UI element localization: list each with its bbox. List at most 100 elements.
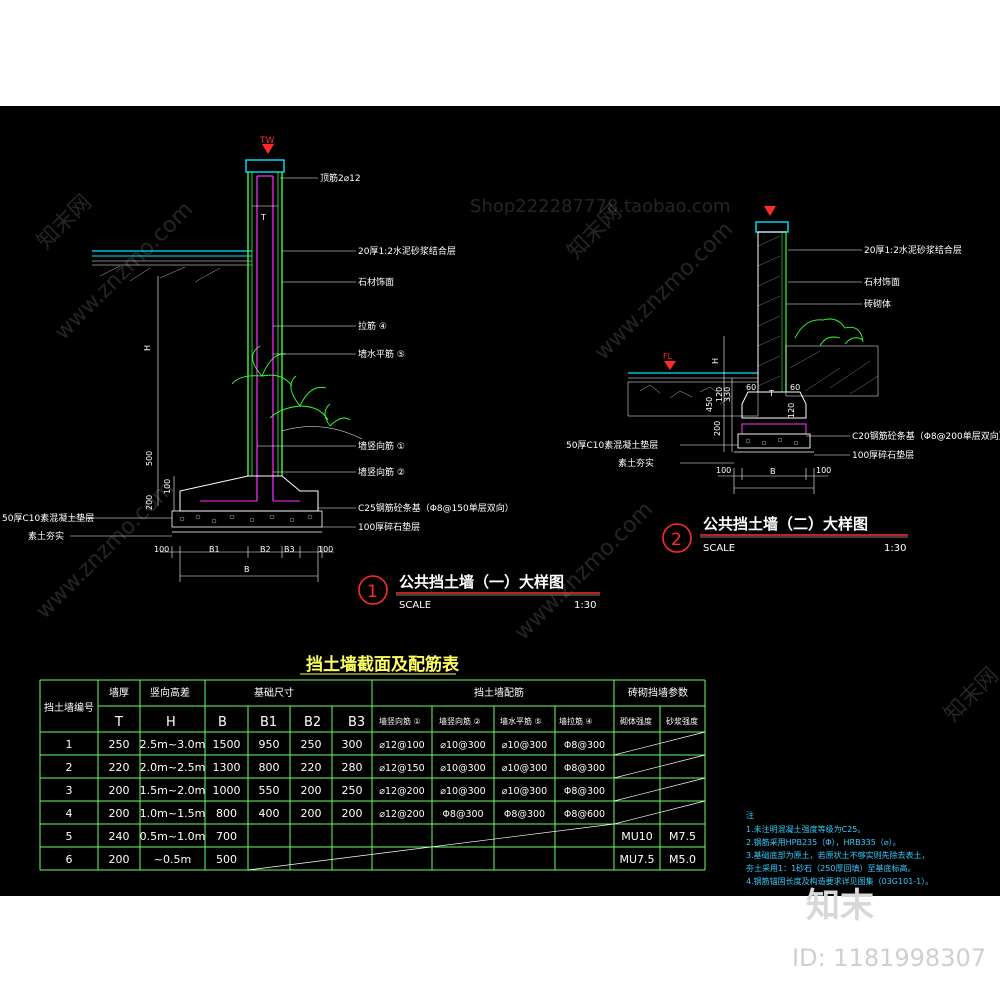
- table-cell: 3: [66, 784, 73, 797]
- th-horiz: 墙水平筋 ⑤: [500, 716, 542, 726]
- d2-dim-t: T: [768, 389, 774, 398]
- empty-cell-slash: [613, 800, 706, 825]
- table-cell: MU10: [621, 830, 653, 843]
- label-tie: 拉筋 ④: [358, 320, 387, 332]
- table-cell: ⌀12@200: [379, 809, 424, 820]
- th-thickness: 墙厚: [109, 686, 129, 699]
- watermark-brand: 知末网: [939, 663, 1000, 727]
- d2-dim-120a: 120: [715, 387, 724, 402]
- table-cell: 200: [342, 807, 363, 820]
- cad-drawing-canvas: www.znzmo.com www.znzmo.com www.znzmo.co…: [0, 106, 1000, 896]
- table-grid: [39, 679, 706, 871]
- table-cell: 0.5m~1.0m: [140, 830, 206, 843]
- table-cell: 250: [109, 738, 130, 751]
- table-cell: 250: [301, 738, 322, 751]
- d2-label-brick: 砖砌体: [864, 298, 891, 310]
- d2-dim-h: H: [711, 358, 720, 364]
- d2-label-c20: C20钢筋砼条基（Φ8@200单层双向）: [852, 430, 1000, 442]
- dim-t: T: [260, 213, 266, 222]
- table-cell: 220: [109, 761, 130, 774]
- d2-dim-330: 330: [723, 387, 732, 402]
- table-cell: 1.0m~1.5m: [140, 807, 206, 820]
- th-wall-no: 挡土墙编号: [44, 701, 94, 714]
- empty-cell-slash: [613, 731, 706, 756]
- table-cell: 200: [301, 807, 322, 820]
- table-cell: 2.0m~2.5m: [140, 761, 206, 774]
- table-cell: 6: [66, 853, 73, 866]
- detail1-number: 1: [367, 582, 378, 602]
- table-cell: 300: [342, 738, 363, 751]
- table-cell: 550: [259, 784, 280, 797]
- th-h: H: [166, 715, 176, 730]
- table-cell: 2: [66, 761, 73, 774]
- table-cell: ⌀10@300: [440, 786, 485, 797]
- d2-dim-60b: 60: [790, 383, 800, 392]
- th-b2: B2: [304, 715, 321, 730]
- table-cell: 700: [216, 830, 237, 843]
- th-tie: 墙拉筋 ④: [559, 716, 593, 726]
- detail-2: FL: [566, 206, 1000, 554]
- th-vert1: 墙竖向筋 ①: [379, 716, 421, 726]
- th-t: T: [114, 715, 123, 730]
- th-b: B: [218, 715, 227, 730]
- label-vert1: 墙竖向筋 ①: [358, 440, 405, 452]
- table-cell: 1300: [213, 761, 241, 774]
- th-b3: B3: [348, 715, 365, 730]
- d2-dim-200: 200: [713, 421, 722, 436]
- table-cell: 200: [301, 784, 322, 797]
- d2-dim-450: 450: [705, 397, 714, 412]
- table-title: 挡土墙截面及配筋表: [306, 654, 460, 675]
- table-cell: MU7.5: [619, 853, 654, 866]
- table-cell: 200: [109, 784, 130, 797]
- watermark-url: www.znzmo.com: [510, 497, 658, 645]
- table-cell: M5.0: [669, 853, 696, 866]
- d2-dim-b100b: 100: [816, 466, 831, 475]
- note-line: 2.钢筋采用HPB235（Φ），HRB335（⌀）。: [746, 837, 901, 847]
- brand-logo: 知末: [806, 886, 874, 926]
- table-cell: 280: [342, 761, 363, 774]
- label-gravel: 100厚碎石垫层: [358, 521, 420, 533]
- fl-marker: FL: [663, 352, 673, 361]
- detail1-scale-label: SCALE: [399, 600, 431, 611]
- label-c10: 50厚C10素混凝土垫层: [2, 512, 94, 524]
- th-rebar: 挡土墙配筋: [474, 686, 524, 699]
- table-cell: ~0.5m: [154, 853, 191, 866]
- d2-dim-60a: 60: [746, 383, 756, 392]
- dim-side-100a: 100: [154, 545, 169, 554]
- d2-label-mortar: 20厚1:2水泥砂浆结合层: [864, 244, 962, 256]
- dim-200: 200: [145, 495, 154, 510]
- dim-500: 500: [145, 451, 154, 466]
- table-cell: 950: [259, 738, 280, 751]
- dim-b: B: [244, 565, 250, 574]
- table-cell: 500: [216, 853, 237, 866]
- table-cell: 200: [109, 807, 130, 820]
- d2-label-stone: 石材饰面: [864, 276, 900, 288]
- note-line: 夯土采用1：1砂石（250厚回填）至基底标高。: [746, 863, 915, 873]
- table-cell: 220: [301, 761, 322, 774]
- d2-dim-b100a: 100: [716, 466, 731, 475]
- label-mortar: 20厚1:2水泥砂浆结合层: [358, 245, 456, 257]
- th-b1: B1: [260, 715, 277, 730]
- d2-dim-120b: 120: [787, 403, 796, 418]
- table-cell: 400: [259, 807, 280, 820]
- dim-b3: B3: [284, 545, 295, 554]
- table-cell: ⌀10@300: [440, 763, 485, 774]
- label-vert2: 墙竖向筋 ②: [358, 466, 405, 478]
- rebar-table: 挡土墙截面及配筋表 挡土墙编号 墙厚 竖向高差 基础尺寸 挡土墙配筋 砖砌挡墙参…: [39, 654, 706, 871]
- image-id-label: ID: 1181998307: [792, 944, 986, 972]
- table-cell: ⌀12@150: [379, 763, 424, 774]
- dim-b1: B1: [209, 545, 220, 554]
- table-cell: 5: [66, 830, 73, 843]
- table-cell: Φ8@300: [564, 740, 605, 751]
- label-c25: C25钢筋砼条基（Φ8@150单层双向）: [358, 502, 514, 514]
- table-cell: ⌀12@100: [379, 740, 424, 751]
- watermark-shop: Shop222287778.taobao.com: [470, 196, 730, 217]
- table-cell: ⌀10@300: [502, 740, 547, 751]
- table-cell: M7.5: [669, 830, 696, 843]
- table-cell: ⌀12@200: [379, 786, 424, 797]
- table-cell: 1000: [213, 784, 241, 797]
- label-soil: 素土夯实: [28, 530, 64, 542]
- watermark-brand: 知末网: [32, 190, 96, 254]
- detail2-number: 2: [671, 530, 682, 550]
- notes-block: 注 1.未注明混凝土强度等级为C25。 2.钢筋采用HPB235（Φ），HRB3…: [746, 810, 933, 886]
